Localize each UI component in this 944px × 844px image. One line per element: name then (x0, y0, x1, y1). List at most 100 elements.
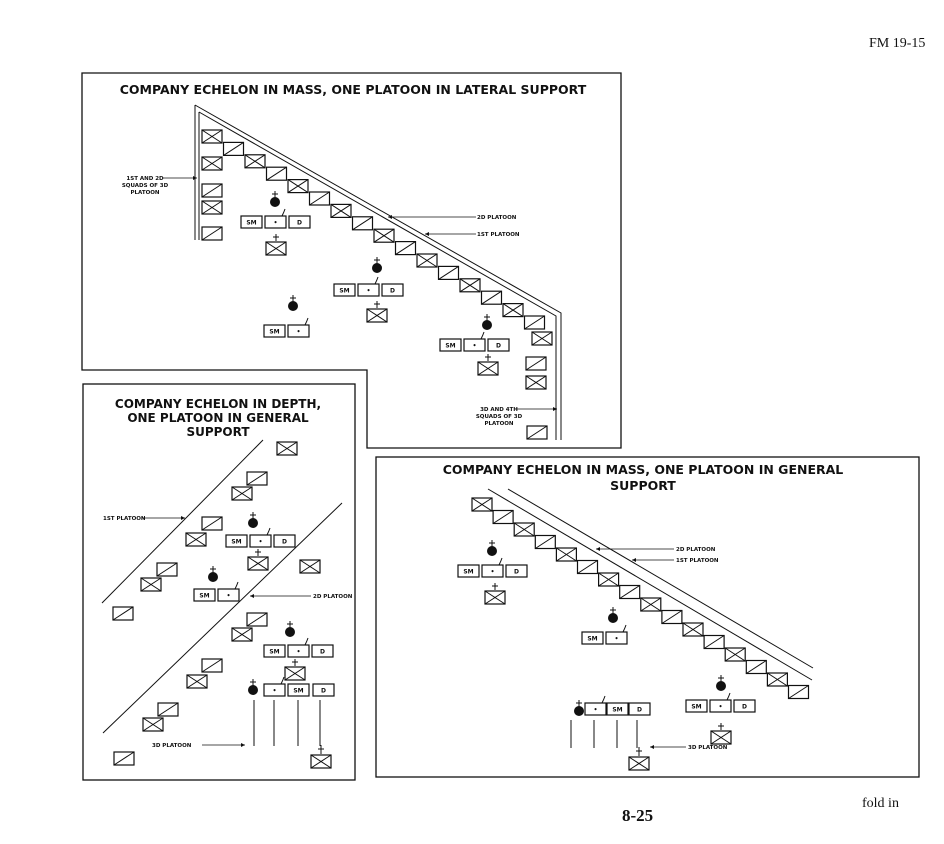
radio-box: • (264, 208, 287, 229)
arrow-head (632, 558, 636, 562)
tank-section-symbol (682, 622, 704, 637)
leader-icon (482, 314, 492, 330)
leader-icon (248, 512, 258, 528)
box-frame (312, 683, 335, 697)
tank-section-symbol (201, 129, 223, 144)
diagonal (484, 590, 506, 605)
tank-section-symbol (416, 253, 438, 268)
box-frame (263, 324, 286, 338)
radio-box: • (249, 527, 272, 548)
symbol-frame (113, 751, 135, 766)
tank-section-symbol (555, 547, 578, 562)
leader-dot (716, 681, 726, 691)
tank-section-symbol (502, 303, 524, 318)
box-frame (709, 699, 732, 713)
symbol-frame (437, 265, 460, 280)
box-frame (584, 702, 607, 716)
symbol-frame (201, 658, 223, 673)
sm-box: SM (333, 283, 356, 297)
box-label: • (615, 636, 619, 643)
symbol-frame (244, 154, 266, 169)
symbol-frame (480, 290, 503, 305)
symbol-frame (247, 556, 269, 571)
leader-icon (716, 675, 726, 691)
vehicle-section-symbol (703, 634, 725, 650)
radio-box: • (709, 692, 732, 713)
d-box: D (733, 699, 756, 713)
sm-box: SM (606, 702, 629, 716)
tank-section-symbol (471, 497, 493, 512)
symbol-frame (299, 559, 321, 574)
box-label: SM (269, 649, 279, 656)
symbol-frame (276, 441, 298, 456)
panel-frame (82, 383, 356, 781)
sm-box: SM (263, 324, 286, 338)
radio-box: • (584, 695, 607, 716)
box-frame (381, 283, 404, 297)
box-label: • (259, 539, 263, 546)
box-frame (581, 631, 604, 645)
d-box: D (381, 283, 404, 297)
vehicle-section-symbol (308, 191, 331, 206)
panel-title: COMPANY ECHELON IN DEPTH, (115, 397, 321, 411)
diagonal (246, 612, 268, 627)
leader-dot (248, 685, 258, 695)
diagonal (299, 559, 321, 574)
vehicle-section-symbol (661, 609, 683, 625)
diagonal (395, 241, 416, 256)
tank-section-symbol (201, 156, 223, 171)
symbol-frame (231, 486, 253, 501)
panel-title: ONE PLATOON IN GENERAL (127, 411, 309, 425)
box-label: SM (199, 593, 209, 600)
callout-label: PLATOON (130, 190, 159, 196)
diagonal (266, 166, 287, 181)
diagonal (231, 486, 253, 501)
symbol-frame (628, 756, 650, 771)
tank-section-symbol (201, 200, 223, 215)
tank-section-symbol (231, 486, 253, 501)
box-frame (487, 338, 510, 352)
vehicle-section-symbol (265, 166, 288, 181)
symbol-frame (534, 534, 556, 550)
diagonal (201, 183, 223, 198)
diagonal (201, 516, 223, 531)
box-label: D (282, 539, 287, 546)
symbol-frame (502, 303, 524, 318)
diagonal (746, 660, 767, 674)
leader-dot (270, 197, 280, 207)
symbol-frame (201, 200, 223, 215)
symbol-frame (157, 702, 179, 717)
symbol-frame (201, 183, 223, 198)
leader-icon (372, 257, 382, 273)
callout-label: 1ST PLATOON (477, 232, 520, 238)
box-label: SM (231, 539, 241, 546)
symbol-frame (394, 241, 417, 256)
diagonal (438, 265, 459, 280)
diagonal (373, 228, 395, 243)
box-label: • (297, 329, 301, 336)
vehicle-section-symbol (201, 183, 223, 198)
diagonal (416, 253, 438, 268)
diagonal (525, 375, 547, 390)
sm-box: SM (685, 699, 708, 713)
box-label: SM (269, 329, 279, 336)
diagonal (556, 547, 577, 562)
arrow-head (181, 516, 185, 520)
diagonal (185, 532, 207, 547)
diagonal (309, 191, 330, 206)
vehicle-section-symbol (351, 216, 374, 231)
leader-icon (288, 295, 298, 311)
diagonal (525, 356, 547, 371)
diagonal (287, 179, 309, 194)
document-id: FM 19-15 (869, 36, 926, 51)
sm-box: SM (193, 588, 216, 602)
box-frame (240, 215, 263, 229)
callout-label: 3D AND 4TH (480, 407, 518, 413)
diagonal (481, 290, 502, 305)
box-label: SM (339, 288, 349, 295)
symbol-frame (526, 425, 548, 440)
vehicle-section-symbol (619, 584, 641, 600)
symbol-frame (477, 361, 499, 376)
box-frame (217, 588, 240, 602)
